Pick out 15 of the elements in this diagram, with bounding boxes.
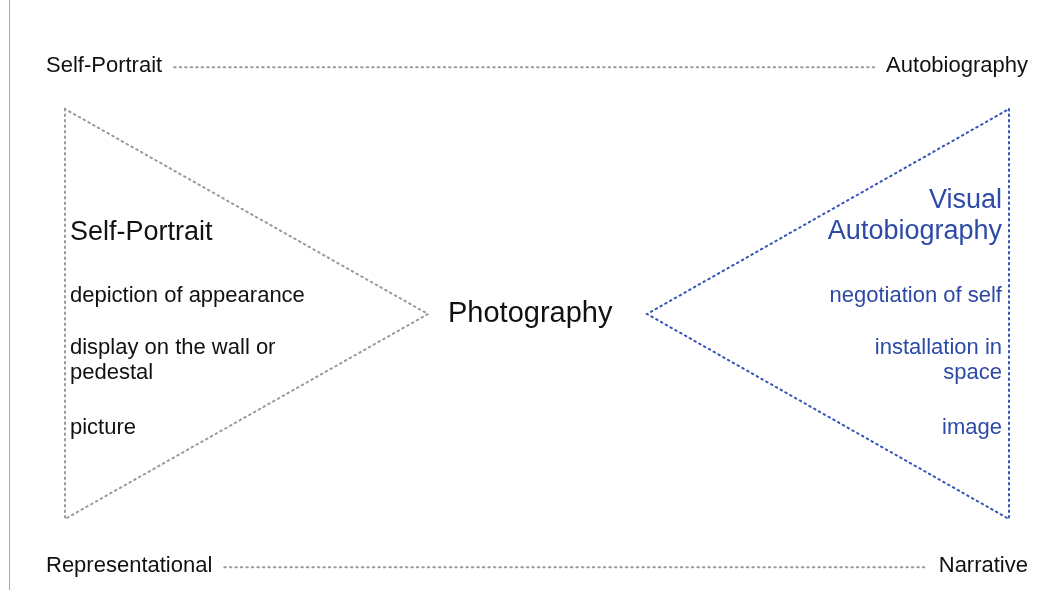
triangle-item: depiction of appearance [70, 282, 306, 308]
axis-label: Autobiography [886, 52, 1028, 79]
axis-label: Self-Portrait [46, 52, 163, 79]
triangle-item: installation in space [873, 334, 1002, 385]
dotted-line [223, 566, 928, 569]
triangle-item: negotiation of self [828, 282, 1002, 308]
dotted-line [173, 66, 876, 69]
triangle-item: display on the wall or pedestal [70, 334, 277, 385]
axis-label: Photography [448, 295, 613, 330]
triangle-item: image [941, 414, 1002, 440]
axis-label: Representational [46, 552, 213, 579]
triangle-heading: Visual Autobiography [826, 184, 1002, 247]
triangle-item: picture [70, 414, 138, 440]
axis-label: Narrative [938, 552, 1028, 579]
triangle-heading: Self-Portrait [70, 216, 214, 248]
